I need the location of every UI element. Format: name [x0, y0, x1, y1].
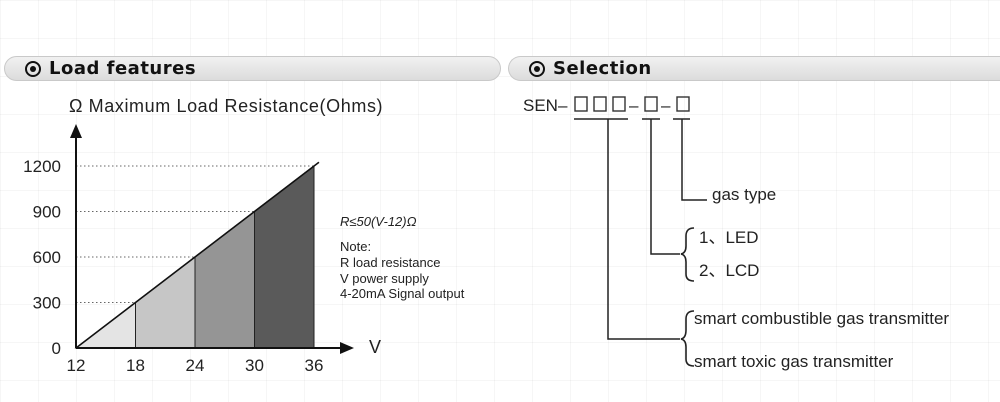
- x-axis-arrow: [340, 342, 354, 354]
- load-features-title: Load features: [49, 58, 197, 79]
- note-line: R load resistance: [340, 255, 440, 270]
- code-boxes: [574, 96, 690, 112]
- bullseye-icon: [529, 60, 545, 77]
- code-dash: –: [661, 96, 671, 115]
- display-option-led: 1、LED: [699, 228, 759, 247]
- dotted-guide-lines: [76, 165, 314, 303]
- selection-title: Selection: [553, 58, 652, 79]
- note-title: Note:: [340, 239, 371, 254]
- code-box: [574, 96, 588, 112]
- code-box: [593, 96, 607, 112]
- x-tick-labels: 12 18 24 30 36: [67, 356, 324, 375]
- x-tick-label: 12: [67, 356, 86, 375]
- code-box: [612, 96, 626, 112]
- x-tick-label: 18: [126, 356, 145, 375]
- transmitter-option-toxic: smart toxic gas transmitter: [694, 352, 894, 371]
- y-tick-label: 600: [33, 248, 61, 267]
- code-box: [676, 96, 690, 112]
- note-line: 4-20mA Signal output: [340, 286, 465, 301]
- load-features-header: Load features: [4, 56, 501, 81]
- resistance-band: [194, 210, 255, 349]
- formula-text: R≤50(V-12)Ω: [340, 214, 417, 229]
- y-tick-label: 900: [33, 203, 61, 222]
- y-axis-arrow: [70, 124, 82, 138]
- selection-header: Selection: [508, 56, 1000, 81]
- code-dash: –: [629, 96, 639, 115]
- y-tick-labels: 0 300 600 900 1200: [23, 157, 61, 358]
- max-resistance-line: [75, 161, 320, 349]
- y-tick-label: 0: [52, 339, 61, 358]
- x-tick-label: 30: [245, 356, 264, 375]
- selection-diagram: SEN– – – gas type 1、LED 2、LCD smart comb…: [523, 96, 949, 371]
- x-unit-label: V: [369, 337, 381, 357]
- resistance-band: [135, 255, 196, 349]
- code-prefix: SEN–: [523, 96, 568, 115]
- bullseye-icon: [25, 60, 41, 77]
- note-line: V power supply: [340, 271, 429, 286]
- chart-title: Ω Maximum Load Resistance(Ohms): [69, 96, 383, 116]
- x-tick-label: 24: [186, 356, 205, 375]
- transmitter-option-combustible: smart combustible gas transmitter: [694, 309, 949, 328]
- display-option-lcd: 2、LCD: [699, 261, 759, 280]
- gas-type-label: gas type: [712, 185, 776, 204]
- code-box: [644, 96, 658, 112]
- connector-lines: [607, 119, 707, 340]
- resistance-band: [254, 164, 315, 349]
- y-tick-label: 1200: [23, 157, 61, 176]
- x-tick-label: 36: [305, 356, 324, 375]
- option-braces: [680, 227, 695, 367]
- load-chart: Ω Maximum Load Resistance(Ohms) 0 300 600 9…: [23, 96, 465, 375]
- y-tick-label: 300: [33, 294, 61, 313]
